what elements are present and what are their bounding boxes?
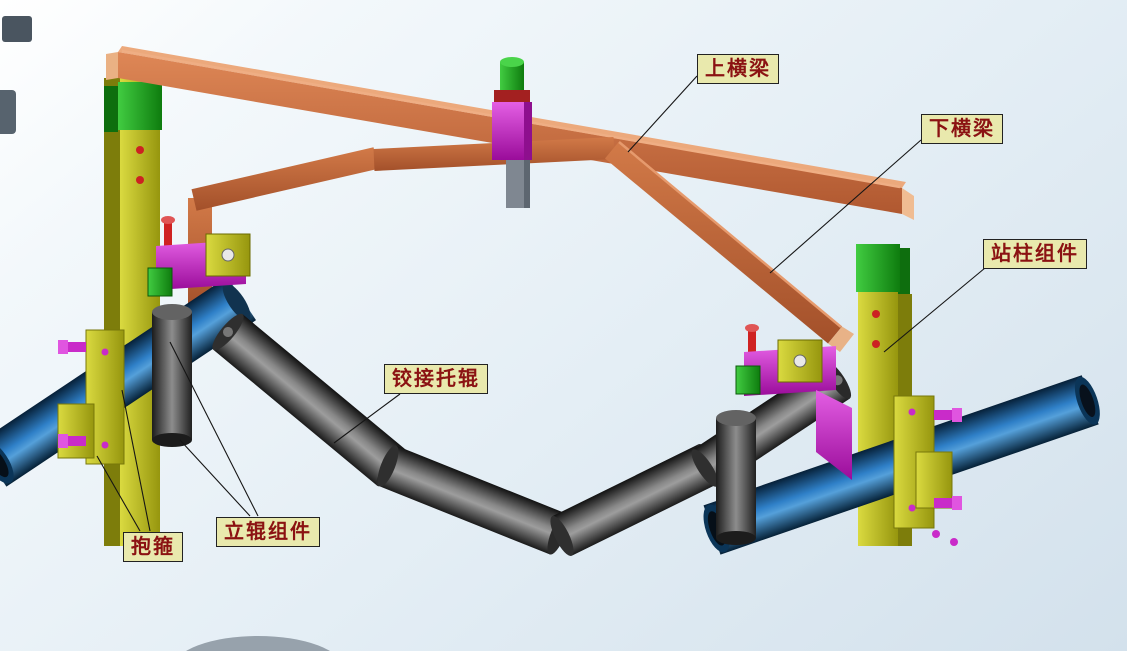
right-vertical-roller [716,410,756,545]
leader-lower-beam [769,139,922,274]
window-artifact-topleft [2,16,32,42]
leader-column-assembly [883,267,986,353]
idler-roller-center-left [377,445,569,555]
label-upper-cross-beam: 上横梁 [697,54,779,84]
leader-vertical-roller-2 [169,341,259,517]
window-artifact-leftedge [0,90,16,134]
window-artifact-bottom [185,636,331,651]
idler-roller-left [212,313,408,487]
label-vertical-roller-assembly: 立辊组件 [216,517,320,547]
center-screw-hanger [492,57,532,208]
leader-lines [96,75,986,532]
left-clamp-band [57,329,125,465]
left-column-hole [136,146,144,154]
leader-clamp-2 [121,389,151,532]
leader-vertical-roller-1 [179,439,251,517]
left-vertical-roller [152,304,192,447]
label-column-assembly: 站柱组件 [983,239,1087,269]
left-hinge-bracket [147,216,251,297]
right-column-hole [872,340,880,348]
leader-clamp-1 [96,455,141,532]
label-clamp-band: 抱箍 [123,532,183,562]
right-hinge-bracket [735,324,852,480]
label-lower-cross-beam: 下横梁 [921,114,1003,144]
right-column-hole [872,310,880,318]
label-hinged-idler-roller: 铰接托辊 [384,364,488,394]
right-clamp-band [893,395,962,546]
leader-upper-beam [627,75,698,153]
left-column-hole [136,176,144,184]
leader-hinged-idler [333,393,401,444]
